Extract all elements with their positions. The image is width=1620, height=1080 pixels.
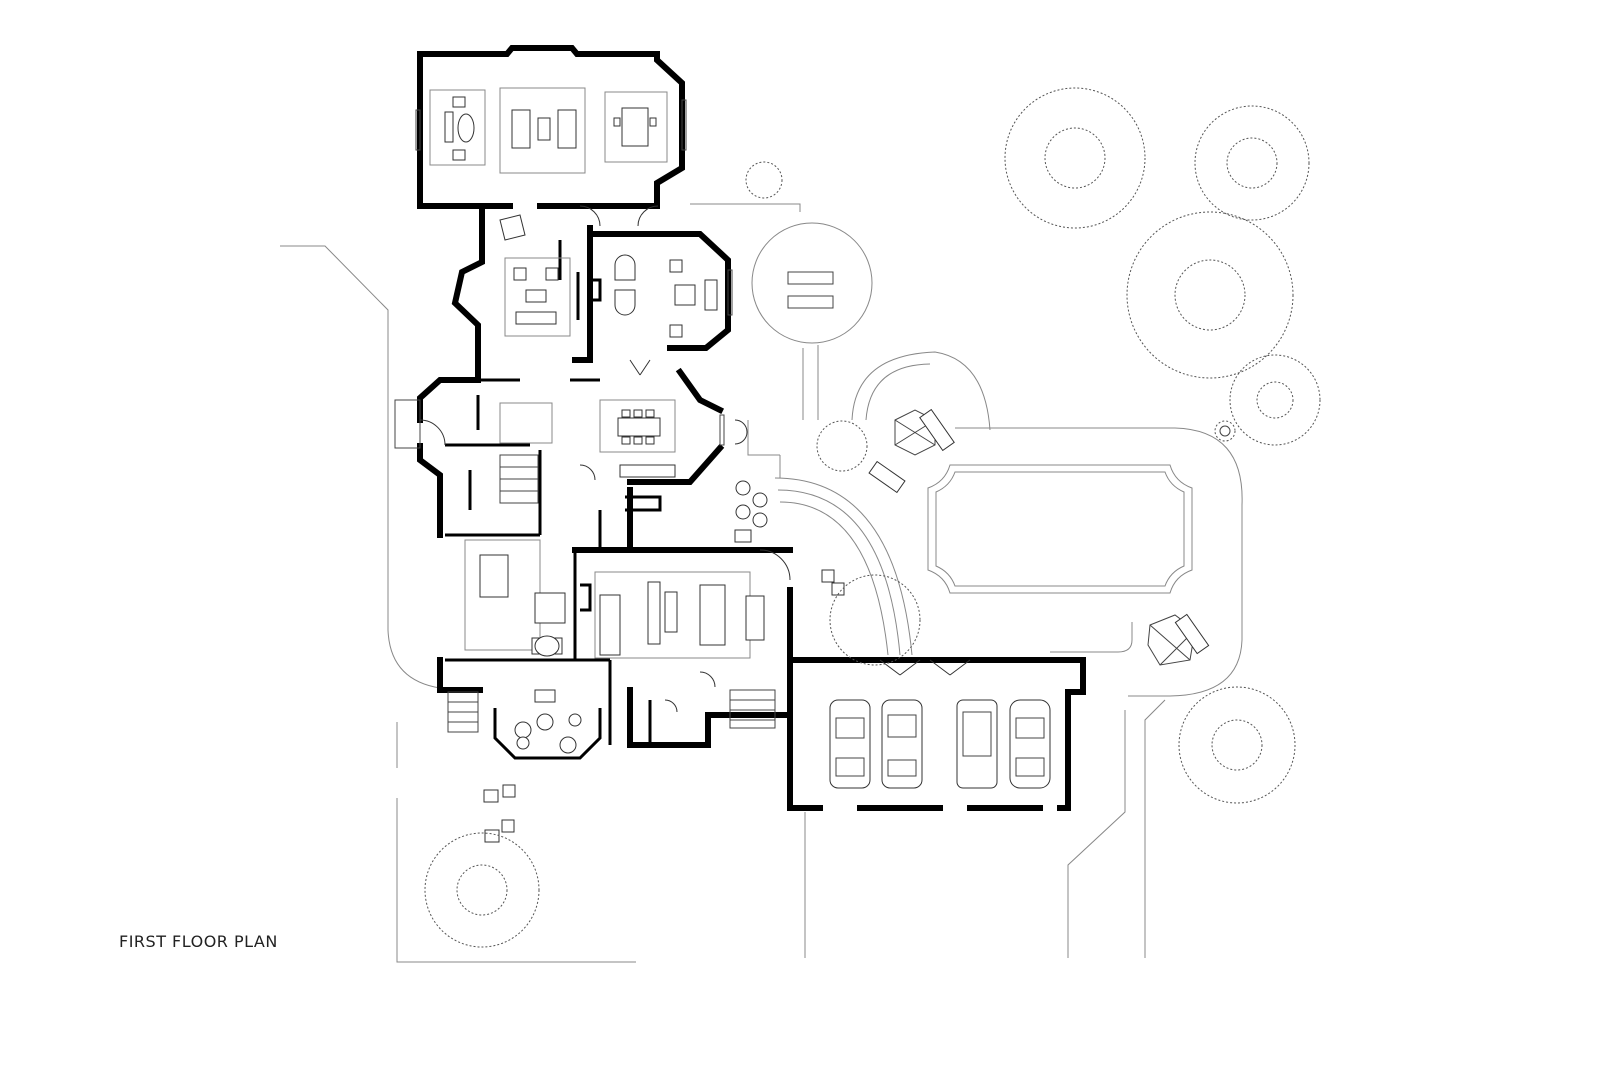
trees xyxy=(424,87,1321,948)
doors xyxy=(394,99,971,713)
site-lines xyxy=(280,203,1243,963)
interior-walls xyxy=(445,240,662,745)
plan-title: FIRST FLOOR PLAN xyxy=(119,932,278,951)
exterior-walls xyxy=(417,45,1086,811)
stairs xyxy=(447,454,776,733)
furniture xyxy=(429,87,1210,843)
cars xyxy=(829,699,1051,789)
